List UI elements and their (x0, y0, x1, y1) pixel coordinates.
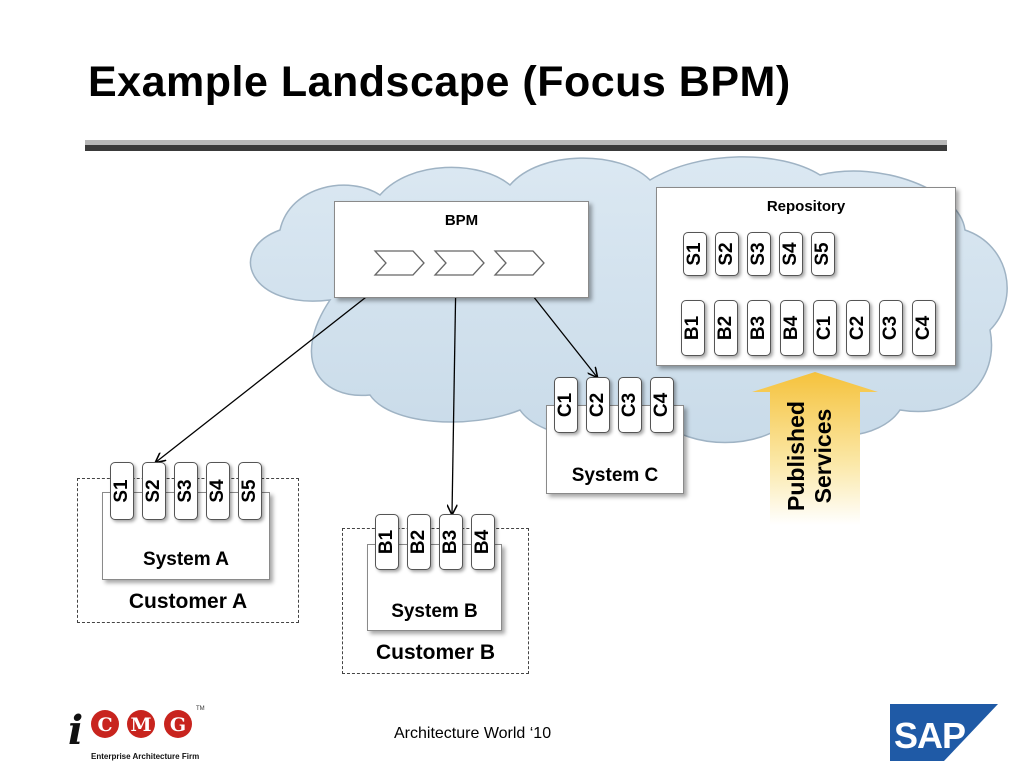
bpm-process-chevrons (373, 250, 545, 276)
system-b-service-b4: B4 (471, 514, 495, 570)
system-c-label: System C (571, 465, 659, 486)
repo-service-s3: S3 (747, 232, 771, 276)
icmg-logo: i C M G TM Enterprise Architecture Firm (68, 706, 205, 761)
customer-b-container: Customer B (342, 528, 529, 674)
system-a-service-s3: S3 (174, 462, 198, 520)
repo-service-s4: S4 (779, 232, 803, 276)
connector-bpm-to-system-b (452, 271, 456, 514)
system-b-label: System B (391, 601, 478, 622)
published-services-label: Published Services (783, 401, 836, 511)
repo-service-s5: S5 (811, 232, 835, 276)
connector-bpm-to-system-a (156, 271, 399, 462)
published-services-arrow (752, 372, 878, 525)
system-c-service-c1: C1 (554, 377, 578, 433)
icmg-logo-g: G (170, 714, 186, 736)
icmg-logo-m: M (130, 714, 151, 736)
title-rule-dark (85, 145, 947, 151)
icmg-logo-tm: TM (196, 706, 205, 712)
repo-service-c4: C4 (912, 300, 936, 356)
footer-text: Architecture World ‘10 (394, 725, 552, 742)
system-a-service-s4: S4 (206, 462, 230, 520)
system-b-service-b2: B2 (407, 514, 431, 570)
sap-logo-text: SAP (894, 715, 965, 756)
process-step-3 (493, 250, 545, 276)
repo-service-s1: S1 (683, 232, 707, 276)
system-b-service-b1: B1 (375, 514, 399, 570)
repo-service-c2: C2 (846, 300, 870, 356)
sap-logo: SAP (890, 704, 998, 761)
repo-service-c3: C3 (879, 300, 903, 356)
system-a-service-s2: S2 (142, 462, 166, 520)
process-step-2 (433, 250, 485, 276)
repo-service-s2: S2 (715, 232, 739, 276)
process-step-1 (373, 250, 425, 276)
repository-label: Repository (766, 198, 846, 215)
system-c-service-c4: C4 (650, 377, 674, 433)
system-b-service-b3: B3 (439, 514, 463, 570)
icmg-logo-i: i (68, 707, 83, 754)
repo-service-c1: C1 (813, 300, 837, 356)
title-rule-light (85, 140, 947, 145)
icmg-tagline: Enterprise Architecture Firm (91, 752, 199, 761)
slide-title: Example Landscape (Focus BPM) (88, 58, 791, 106)
system-c-service-c2: C2 (586, 377, 610, 433)
repo-service-b3: B3 (747, 300, 771, 356)
repo-service-b1: B1 (681, 300, 705, 356)
bpm-box: BPM (334, 201, 589, 298)
icmg-logo-c: C (97, 714, 112, 736)
system-a-service-s5: S5 (238, 462, 262, 520)
repo-service-b2: B2 (714, 300, 738, 356)
system-a-label: System A (143, 549, 229, 570)
repository-box: Repository S1 S2 S3 S4 S5 B1 B2 B3 B4 C1… (656, 187, 956, 366)
customer-a-label: Customer A (128, 590, 248, 613)
system-a-service-s1: S1 (110, 462, 134, 520)
repo-service-b4: B4 (780, 300, 804, 356)
bpm-label: BPM (444, 212, 479, 229)
customer-b-label: Customer B (375, 641, 496, 664)
system-c-service-c3: C3 (618, 377, 642, 433)
